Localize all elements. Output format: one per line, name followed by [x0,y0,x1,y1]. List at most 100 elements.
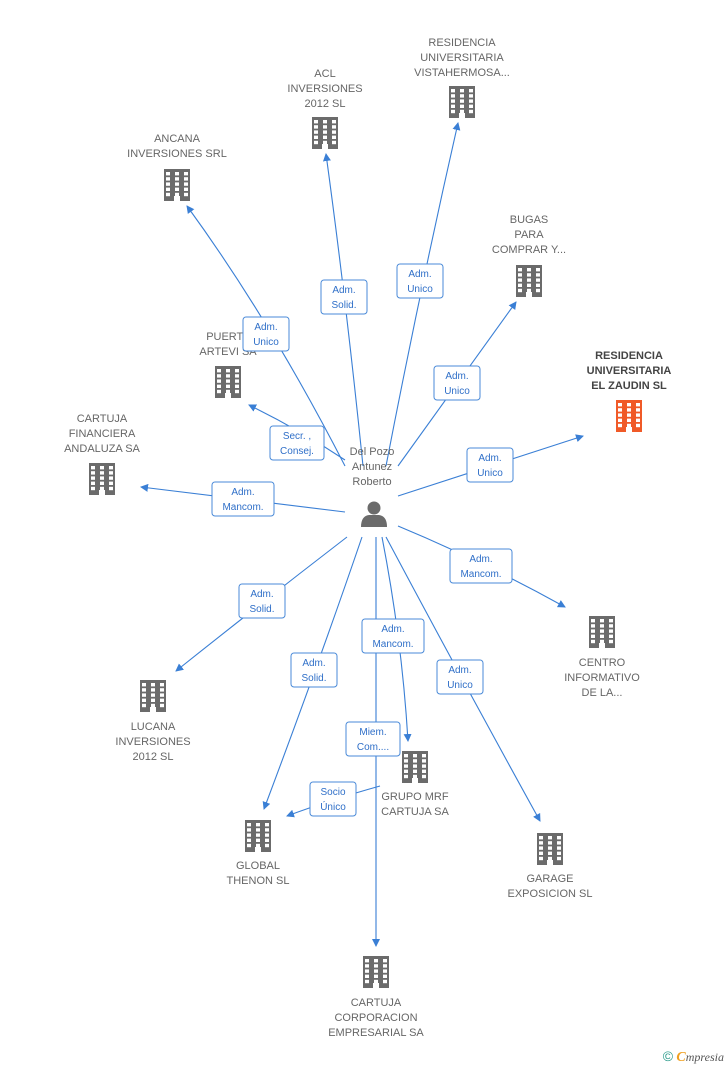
company-name-line: CARTUJA SA [381,806,449,818]
relation-label-line: Adm. [408,269,431,280]
company-name-line: GRUPO MRF [381,791,449,803]
building-icon [449,86,475,118]
relation-label-puerta-artevi[interactable]: Secr. , Consej. [269,425,325,461]
company-node-residencia-zaudin[interactable]: RESIDENCIA UNIVERSITARIA EL ZAUDIN SL [587,350,672,432]
relation-label-grupo-mrf[interactable]: Adm. Mancom. [361,618,425,654]
company-node-lucana-inversiones[interactable]: LUCANA INVERSIONES 2012 SL [115,680,191,763]
company-node-grupo-mrf[interactable]: GRUPO MRF CARTUJA SA [381,751,449,818]
company-name-line: INVERSIONES [115,736,190,748]
company-name-line: UNIVERSITARIA [420,52,504,64]
relation-label-line: Mancom. [222,502,263,513]
person-name-line: Roberto [352,476,391,488]
company-name-line: LUCANA [131,721,176,733]
company-name-line: 2012 SL [305,98,346,110]
company-node-global-thenon[interactable]: GLOBAL THENON SL [227,820,290,887]
company-name-line: PARA [514,229,544,241]
relation-label-line: Adm. [302,658,325,669]
relation-label-line: Unico [444,386,470,397]
company-name-line: THENON SL [227,875,290,887]
relation-label-cartuja-corporacion[interactable]: Miem. Com.... [345,721,401,757]
relation-label-line: Consej. [280,446,314,457]
company-name-line: CARTUJA [77,413,128,425]
relation-label-bugas[interactable]: Adm. Unico [433,365,481,401]
relation-label-global-thenon[interactable]: Adm. Solid. [290,652,338,688]
relation-label-line: Unico [407,284,433,295]
building-icon [312,117,338,149]
relation-label-line: Solid. [249,604,274,615]
company-name-line: INVERSIONES SRL [127,148,227,160]
relation-label-lucana-inversiones[interactable]: Adm. Solid. [238,583,286,619]
brand-logo-text: mpresia [685,1050,724,1064]
relation-label-acl-inversiones[interactable]: Adm. Solid. [320,279,368,315]
relation-label-line: Miem. [359,727,386,738]
brand-logo-initial: C [676,1050,686,1065]
company-node-acl-inversiones[interactable]: ACL INVERSIONES 2012 SL [287,68,363,149]
relation-label-line: Solid. [331,300,356,311]
company-node-ancana-inversiones[interactable]: ANCANA INVERSIONES SRL [127,133,227,201]
relation-label-ancana-inversiones[interactable]: Adm. Unico [242,316,290,352]
company-name-line: EL ZAUDIN SL [591,380,667,392]
building-icon [537,833,563,865]
building-icon [616,400,642,432]
relation-label-line: Com.... [357,742,389,753]
company-name-line: CORPORACION [334,1012,417,1024]
company-name-line: UNIVERSITARIA [587,365,672,377]
relation-label-cartuja-financiera[interactable]: Adm.Mancom. [211,481,275,517]
company-node-residencia-vistahermosa[interactable]: RESIDENCIA UNIVERSITARIA VISTAHERMOSA... [414,37,510,118]
building-icon [140,680,166,712]
company-name-line: FINANCIERA [69,428,136,440]
person-icon [361,501,387,527]
relation-label-line: Mancom. [460,569,501,580]
company-name-line: VISTAHERMOSA... [414,67,510,79]
relation-label-residencia-vistahermosa[interactable]: Adm. Unico [396,263,444,299]
building-icon [363,956,389,988]
company-node-bugas[interactable]: BUGAS PARA COMPRAR Y... [492,214,566,297]
relation-labels-layer: Adm.UnicoAdm.Solid.Adm.UnicoAdm.UnicoSec… [211,263,514,817]
company-name-line: RESIDENCIA [595,350,663,362]
relation-label-line: Adm. [448,665,471,676]
company-name-line: INFORMATIVO [564,672,640,684]
company-name-line: 2012 SL [133,751,174,763]
company-name-line: ACL [314,68,335,80]
relation-label-line: Mancom. [372,639,413,650]
company-name-line: CARTUJA [351,997,402,1009]
company-name-line: DE LA... [582,687,623,699]
company-name-line: GLOBAL [236,860,280,872]
person-name-line: Antunez [352,461,392,473]
relation-label-line: Unico [477,468,503,479]
relation-label-residencia-zaudin[interactable]: Adm.Unico [466,447,514,483]
copyright-symbol: © [662,1048,674,1064]
company-name-line: ANCANA [154,133,201,145]
relation-label-line: Adm. [254,322,277,333]
company-name-line: INVERSIONES [287,83,362,95]
relation-label-line: Único [320,800,346,813]
relation-label-line: Adm. [445,371,468,382]
relation-label-line: Secr. , [283,431,311,442]
company-name-line: CENTRO [579,657,626,669]
relation-label-centro-informativo[interactable]: Adm. Mancom. [449,548,513,584]
building-icon [589,616,615,648]
relation-label-line: Adm. [469,554,492,565]
companies-layer: RESIDENCIA UNIVERSITARIA VISTAHERMOSA... AC… [64,37,671,1039]
company-name-line: BUGAS [510,214,549,226]
relation-label-line: Adm. [381,624,404,635]
relation-label-line: Solid. [301,673,326,684]
relation-label-garage-exposicion[interactable]: Adm. Unico [436,659,484,695]
relation-label-line: Socio [320,787,345,798]
footer-brand: © Cmpresia [663,1048,724,1066]
relation-label-line: Adm. [332,285,355,296]
company-name-line: EXPOSICION SL [508,888,593,900]
relation-label-line: Adm. [250,589,273,600]
company-node-centro-informativo[interactable]: CENTRO INFORMATIVO DE LA... [564,616,640,699]
company-name-line: RESIDENCIA [428,37,496,49]
relation-label-line: Unico [447,680,473,691]
company-name-line: COMPRAR Y... [492,244,566,256]
relation-label-line: Unico [253,337,279,348]
